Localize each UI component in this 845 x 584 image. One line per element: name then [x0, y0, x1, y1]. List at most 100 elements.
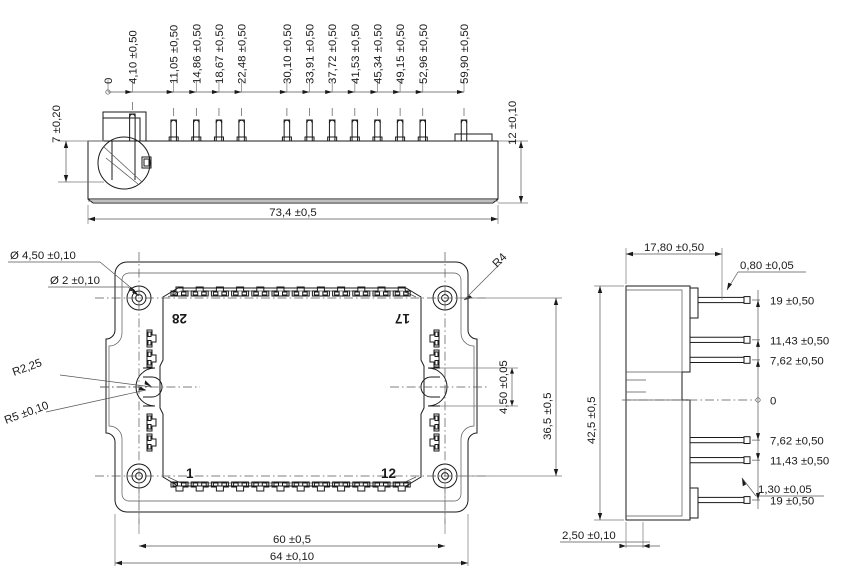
r5-arrowhead: [138, 386, 146, 391]
contact-right-lower-1: [429, 413, 440, 432]
side-base-offset-label: 2,50 ±0,10: [562, 530, 616, 542]
front-height-right-label: 12 ±0,10: [507, 101, 519, 145]
side-ordinate-tick-7: [756, 493, 760, 500]
ordinate-tick-6: [279, 90, 287, 94]
contact-right-lower-body-a-2: [434, 435, 439, 441]
right-pad-outline: [454, 133, 493, 141]
front-pin-tip-5: [238, 119, 245, 124]
contact-right-upper-2: [429, 349, 440, 368]
contact-bottom-a-1: [172, 482, 178, 487]
ordinate-tick-13: [457, 90, 464, 94]
contact-top-body-shape-12: [392, 286, 411, 297]
contact-top-body-10: [352, 286, 371, 297]
ordinate-label-0: 0: [103, 78, 115, 84]
contact-top-body-a-4: [241, 291, 248, 296]
contact-top-body-b-11: [374, 291, 380, 296]
contact-right-lower-body-1: [429, 413, 440, 432]
front-pin-tip-9: [351, 119, 359, 124]
contact-top-body-b-7: [293, 291, 300, 296]
front-pin-foot-5: [236, 136, 247, 142]
ordinate-label-13: 59,90 ±0,50: [459, 24, 471, 84]
contact-top-body-b-10: [354, 291, 360, 296]
ordinate-label-7: 33,91 ±0,50: [305, 24, 317, 84]
contact-right-upper-body-shape-1: [429, 329, 440, 348]
contact-right-upper-body-b-1: [434, 340, 439, 346]
contact-top-body-shape-11: [372, 286, 391, 297]
ordinate-tick-9: [347, 90, 355, 94]
contact-right-upper-body-1: [429, 329, 440, 348]
contact-top-body-shape-10: [352, 286, 371, 297]
len-arrow-right: [491, 216, 498, 222]
contact-bottom-b-4: [241, 482, 248, 487]
front-pin-8: [328, 119, 336, 142]
contact-top-body-a-6: [282, 291, 288, 296]
h60-arrow-left: [139, 543, 146, 549]
side-ordinate-tick-5: [756, 433, 760, 441]
bush-keyway-inner: [143, 158, 150, 167]
ordinate-tick-3: [189, 90, 197, 94]
mounting-bush-circle: [97, 136, 151, 190]
slotw-arrow-top: [510, 368, 514, 374]
contact-left-lower-shape-2: [146, 433, 157, 452]
contact-top-body-4: [231, 286, 250, 297]
contact-right-upper-body-a-2: [434, 351, 439, 357]
front-pin-tip-13: [460, 119, 468, 124]
contact-bottom-b-2: [201, 482, 207, 487]
right-side-view: 17,80 ±0,50 0,80 ±0,05 1,30 ±0,05 42,5 ±…: [560, 242, 829, 549]
contact-left-upper-shape-1: [146, 329, 157, 348]
contact-bottom-b-10: [362, 482, 369, 487]
contact-left-lower-1: [146, 413, 157, 432]
side-ordinate-tick-2: [756, 339, 760, 347]
contact-left-upper-1: [146, 329, 157, 348]
contact-top-body-shape-4: [231, 286, 250, 297]
contact-top-body-a-3: [221, 291, 227, 296]
contact-bottom-b-9: [342, 482, 349, 487]
slot-large-radius-label: R5 ±0,10: [3, 400, 50, 427]
pin-number-12: 12: [381, 466, 396, 481]
r225-arrowhead: [144, 380, 152, 387]
ordinate-tick-8: [325, 90, 333, 94]
contact-top-body-b-12: [394, 291, 401, 296]
contact-top-7: [291, 286, 310, 297]
side-view-pins: [689, 296, 760, 504]
contact-bottom-a-11: [374, 482, 380, 487]
front-pin-tip-3: [193, 119, 200, 124]
side-terminal-pad-top: [689, 287, 699, 319]
d2-arrowhead: [132, 288, 139, 296]
front-pin-tip-1: [129, 113, 136, 118]
left-boss-top: [102, 111, 147, 141]
contact-top-body-b-1: [172, 291, 178, 296]
side-ordinate-tick-3: [756, 359, 760, 367]
resin-cavity-outline: [159, 287, 425, 487]
right-slot-inner: [420, 376, 440, 398]
contact-top-body-a-12: [403, 291, 409, 296]
plan-view-contacts: [146, 286, 440, 492]
contact-top-body-a-1: [181, 291, 187, 296]
front-pin-6: [283, 119, 291, 142]
front-pin-7: [306, 119, 313, 142]
contact-left-lower-a-1: [147, 415, 152, 421]
contact-right-upper-body-a-1: [434, 331, 439, 337]
contact-bottom-a-6: [273, 482, 279, 487]
contact-bottom-a-12: [394, 482, 401, 487]
contact-top-body-5: [251, 286, 270, 297]
ordinate-label-2: 11,05 ±0,50: [169, 25, 181, 84]
contact-bottom-shape-11: [372, 481, 391, 492]
pin-width-label: 1,30 ±0,05: [758, 484, 812, 496]
contact-bottom-shape-10: [352, 481, 371, 492]
contact-top-body-1: [170, 286, 189, 297]
front-pin-tip-8: [328, 119, 336, 124]
slot-small-radius-label: R2,25: [11, 357, 44, 379]
d450-leader-slant: [99, 261, 137, 293]
contact-top-body-b-2: [192, 291, 199, 296]
ordinate-tick-2: [166, 90, 174, 94]
r225-leader: [59, 374, 153, 388]
hole-inner-diameter-label: Ø 2 ±0,10: [50, 275, 100, 287]
front-pin-foot-12: [417, 136, 428, 142]
ordinate-tick-4: [211, 90, 219, 94]
contact-bottom-a-4: [233, 482, 239, 487]
side-body-outline: [625, 285, 691, 521]
contact-bottom-4: [231, 481, 250, 492]
corner-radius-label: R4: [491, 251, 510, 270]
contact-bottom-shape-1: [170, 481, 189, 492]
